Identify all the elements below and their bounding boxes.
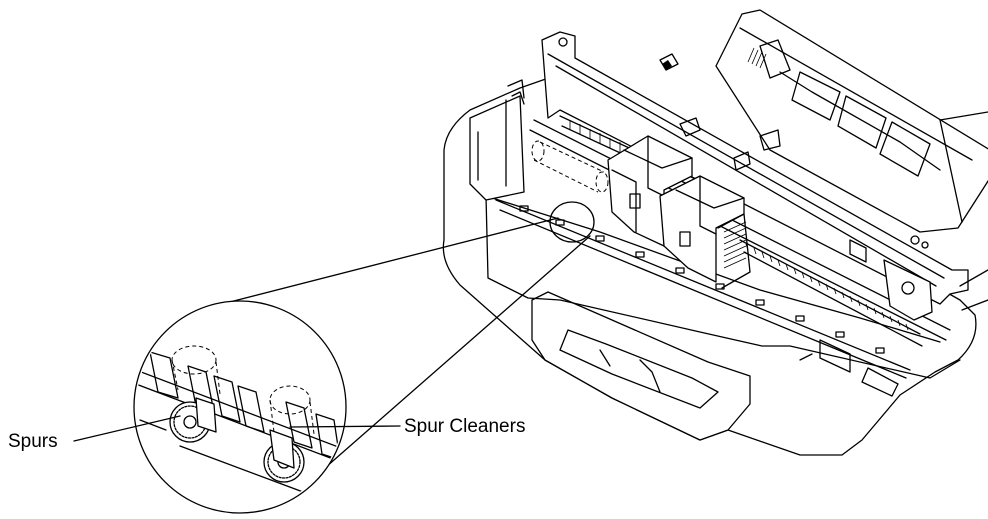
detail-circle [133, 300, 347, 514]
magnified-area-marker [549, 201, 595, 243]
callout-spur-cleaners-leader [289, 425, 401, 428]
callout-spurs-leader [73, 415, 181, 442]
printer-illustration [442, 9, 988, 456]
callout-spurs-label: Spurs [8, 431, 58, 452]
rear-frame [541, 31, 969, 305]
callout-spurs: Spurs [8, 415, 181, 452]
spur-row [495, 199, 911, 379]
magnified-detail [133, 300, 347, 514]
left-side-panel [469, 95, 525, 201]
timing-belt [739, 239, 923, 347]
front-wall [485, 195, 961, 379]
hidden-roller [533, 141, 605, 193]
cartridge-holder-left [607, 135, 693, 247]
cartridge-holder-right [659, 175, 745, 283]
spur-cleaner-hidden-right [269, 385, 311, 415]
callout-spur-cleaners: Spur Cleaners [289, 416, 525, 437]
carriage-shaft [533, 119, 951, 331]
paper-output-tray [531, 291, 751, 441]
tray-slot [559, 329, 719, 409]
callout-spur-cleaners-label: Spur Cleaners [404, 416, 525, 437]
right-end-mechanism [883, 259, 933, 321]
magnifier-connector [221, 201, 595, 475]
paper-support [715, 9, 988, 233]
